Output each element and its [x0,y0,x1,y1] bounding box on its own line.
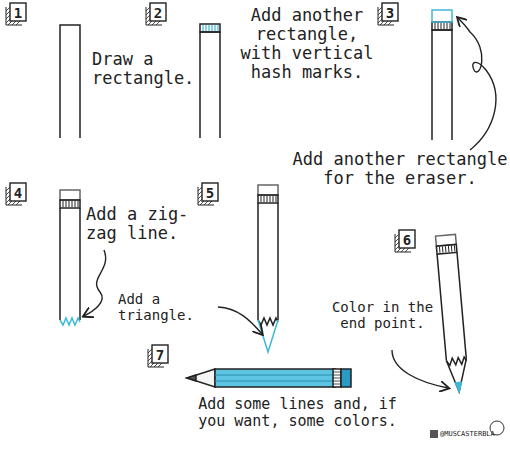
watermark-icon [430,421,504,438]
instruction-text: Add another rectangle for the eraser. [290,150,510,188]
callout-number: 1 [10,4,26,22]
watermark: @MUSCASTERBLA [440,431,496,439]
instruction-text: Color in the end point. [320,300,445,331]
callout-number: 4 [10,184,26,202]
instruction-text: Add a zig-zag line. [86,205,196,243]
instruction-text: Add a triangle. [118,292,228,323]
callout-number: 2 [150,4,166,22]
callout-number: 6 [399,231,415,249]
instruction-text: Add another rectangle, with vertical has… [232,6,382,82]
callout-number: 5 [202,184,218,202]
callout-number: 3 [382,4,398,22]
instruction-text: Draw a rectangle. [92,50,197,88]
instruction-text: Add some lines and, if you want, some co… [190,396,405,430]
callout-number: 7 [152,346,168,364]
